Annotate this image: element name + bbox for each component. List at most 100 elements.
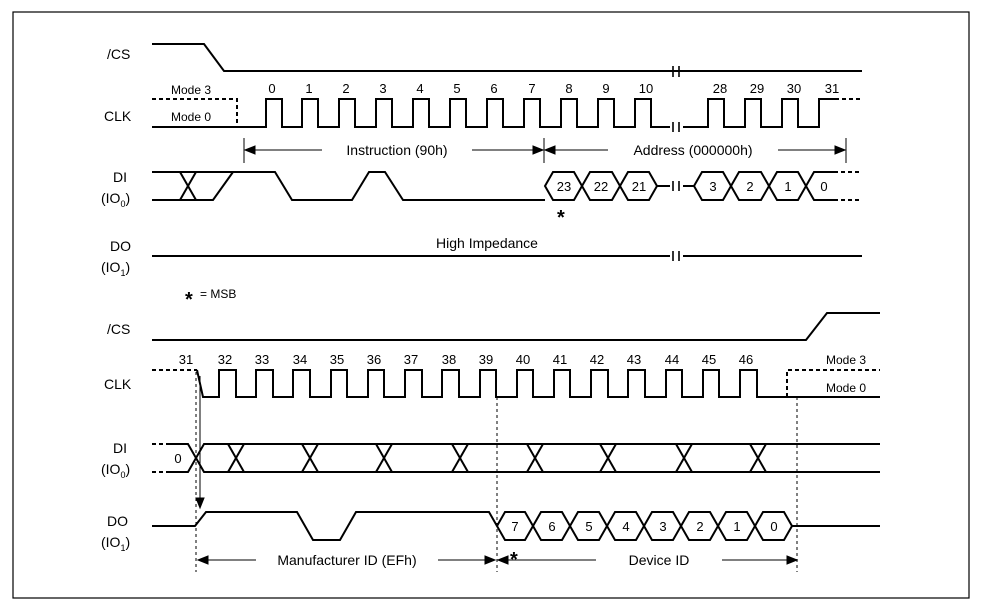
bottom-mode0-label: Mode 0 <box>826 381 866 395</box>
top-clk-mode3-dashed <box>152 98 238 127</box>
top-clock-number: 10 <box>639 81 653 96</box>
top-clock-number: 1 <box>305 81 312 96</box>
do-bit-label: 5 <box>585 519 592 534</box>
bottom-clock-number: 43 <box>627 352 641 367</box>
bottom-do-label: DO <box>107 513 128 529</box>
top-clock-number: 30 <box>787 81 801 96</box>
top-clk-waveform-a <box>152 98 670 128</box>
top-di-waveform-high <box>152 171 530 201</box>
do-bit-label: 6 <box>548 519 555 534</box>
bottom-di-high <box>195 443 880 459</box>
top-clk-waveform-b <box>683 98 835 128</box>
bottom-do-io-label: (IO1) <box>101 534 130 553</box>
manufacturer-span-label: Manufacturer ID (EFh) <box>277 552 416 568</box>
top-mode0-label: Mode 0 <box>171 110 211 124</box>
manufacturer-arrowhead-left <box>196 555 209 565</box>
do-bit-label: 4 <box>622 519 629 534</box>
bottom-clock-number: 42 <box>590 352 604 367</box>
bottom-clock-number: 41 <box>553 352 567 367</box>
top-di-bit-0-shape <box>804 171 834 201</box>
device-span-label: Device ID <box>629 552 690 568</box>
bottom-cs-label: /CS <box>107 321 130 337</box>
bottom-di-x-2b <box>301 443 319 473</box>
top-di-bit-label: 3 <box>709 179 716 194</box>
top-clock-number: 4 <box>416 81 423 96</box>
bottom-clock-number: 36 <box>367 352 381 367</box>
instruction-arrowhead-left <box>243 145 256 155</box>
bottom-di-x-5b <box>526 443 544 473</box>
top-di-x-b <box>179 171 197 201</box>
bottom-clock-number: 40 <box>516 352 530 367</box>
do-bit-label: 3 <box>659 519 666 534</box>
bottom-clock-number: 35 <box>330 352 344 367</box>
bottom-clock-number: 38 <box>442 352 456 367</box>
top-clock-number: 8 <box>565 81 572 96</box>
diagram-frame <box>12 11 970 599</box>
top-clk-label: CLK <box>104 108 132 124</box>
bottom-di-io-label: (IO0) <box>101 461 130 480</box>
top-do-io-label: (IO1) <box>101 259 130 278</box>
top-di-bit-label: 23 <box>557 179 571 194</box>
legend-star: * <box>185 289 193 311</box>
bottom-clock-number: 45 <box>702 352 716 367</box>
top-di-bit-label: 22 <box>594 179 608 194</box>
top-clock-number: 28 <box>713 81 727 96</box>
instruction-span-label: Instruction (90h) <box>346 142 447 158</box>
top-clock-number: 31 <box>825 81 839 96</box>
bottom-cs-waveform <box>152 312 880 341</box>
bottom-clock-number: 33 <box>255 352 269 367</box>
do-bit-label: 7 <box>511 519 518 534</box>
bottom-clock-number: 31 <box>179 352 193 367</box>
bottom-mode3-label: Mode 3 <box>826 353 866 367</box>
device-arrowhead-right <box>786 555 799 565</box>
bottom-di-x-8b <box>749 443 767 473</box>
device-arrowhead-left <box>496 555 509 565</box>
top-clock-number: 2 <box>342 81 349 96</box>
do-bit-label: 1 <box>733 519 740 534</box>
bottom-msb-star: * <box>510 549 518 571</box>
top-clock-number: 7 <box>528 81 535 96</box>
top-di-waveform-low <box>152 171 234 201</box>
high-impedance-label: High Impedance <box>436 235 538 251</box>
legend-text: = MSB <box>200 287 236 301</box>
address-arrowhead-right <box>834 145 847 155</box>
top-clock-number: 5 <box>453 81 460 96</box>
bottom-di-x-7b <box>675 443 693 473</box>
top-clock-number: 29 <box>750 81 764 96</box>
top-msb-star: * <box>557 207 565 229</box>
top-di-io-label: (IO0) <box>101 190 130 209</box>
bottom-di-x-6b <box>599 443 617 473</box>
bottom-di-label: DI <box>113 440 127 456</box>
bottom-do-waveform <box>152 511 498 541</box>
top-di-bit-label: 1 <box>784 179 791 194</box>
bottom-di-low <box>195 457 880 473</box>
top-di-bit-label: 0 <box>820 179 827 194</box>
top-mode3-label: Mode 3 <box>171 83 211 97</box>
clk-to-do-arrowhead <box>195 497 205 510</box>
top-cs-label: /CS <box>107 46 130 62</box>
top-clock-number: 3 <box>379 81 386 96</box>
top-di-bit-label: 21 <box>632 179 646 194</box>
bottom-di-x-4b <box>451 443 469 473</box>
bottom-clk-waveform <box>196 369 880 398</box>
top-di-bit-label: 2 <box>746 179 753 194</box>
manufacturer-arrowhead-right <box>484 555 497 565</box>
bottom-clock-number: 34 <box>293 352 307 367</box>
top-cs-waveform <box>152 43 862 72</box>
bottom-clock-number: 37 <box>404 352 418 367</box>
top-clock-number: 0 <box>268 81 275 96</box>
top-di-label: DI <box>113 169 127 185</box>
top-do-label: DO <box>110 238 131 254</box>
bottom-di-bit-label: 0 <box>174 451 181 466</box>
bottom-clock-number: 46 <box>739 352 753 367</box>
top-clock-number: 9 <box>602 81 609 96</box>
bottom-clk-label: CLK <box>104 376 132 392</box>
bottom-di-x-1b <box>227 443 245 473</box>
bottom-clock-number: 32 <box>218 352 232 367</box>
instruction-arrowhead-right <box>532 145 545 155</box>
do-bit-label: 0 <box>770 519 777 534</box>
bottom-clock-number: 44 <box>665 352 679 367</box>
bottom-clock-number: 39 <box>479 352 493 367</box>
bottom-clk-mode3-dashed <box>786 369 880 397</box>
